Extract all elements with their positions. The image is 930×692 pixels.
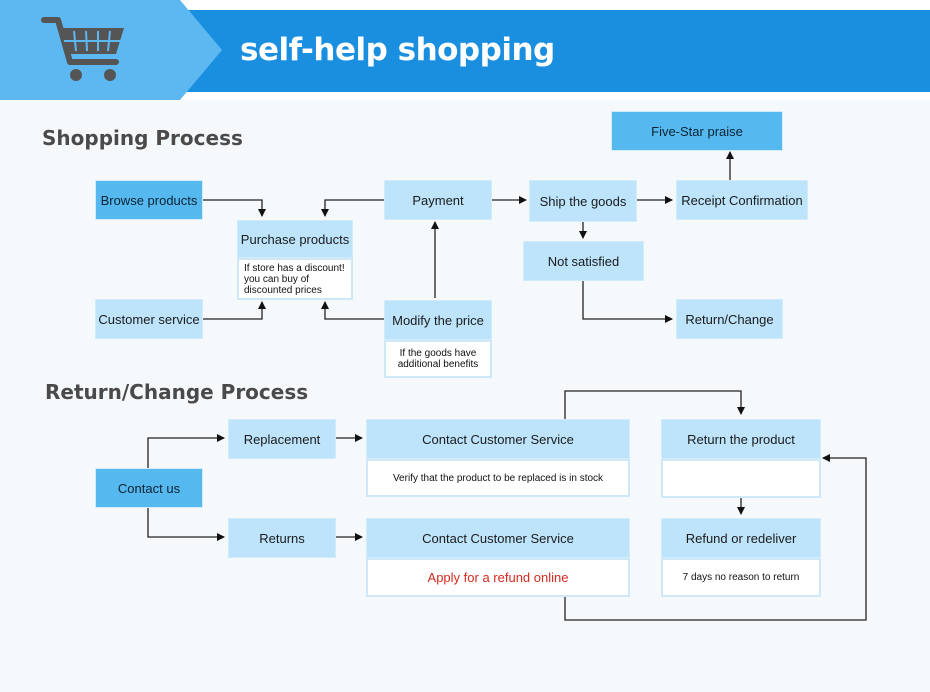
return-product-note [661,459,821,498]
shopping-process-title: Shopping Process [42,126,243,150]
purchase-products-box: Purchase products [237,220,353,258]
browse-products-box: Browse products [95,180,203,220]
return-product-box: Return the product [661,419,821,459]
shopping-cart-icon [41,17,124,81]
returns-box: Returns [228,518,336,558]
customer-service-box: Customer service [95,299,203,339]
receipt-confirmation-box: Receipt Confirmation [676,180,808,220]
purchase-products-note: If store has a discount! you can buy of … [237,258,353,300]
payment-box: Payment [384,180,492,220]
replacement-box: Replacement [228,419,336,459]
modify-price-box: Modify the price [384,300,492,340]
contact-customer-service-box-1: Contact Customer Service [366,419,630,459]
header-banner [0,0,930,100]
return-change-process-title: Return/Change Process [45,380,309,404]
contact-customer-service-box-2: Contact Customer Service [366,518,630,558]
modify-price-note: If the goods have additional benefits [384,340,492,378]
contact-us-box: Contact us [95,468,203,508]
seven-days-return-note: 7 days no reason to return [661,558,821,597]
not-satisfied-box: Not satisfied [523,241,644,281]
apply-refund-online-note: Apply for a refund online [366,558,630,597]
five-star-praise-box: Five-Star praise [611,111,783,151]
banner-title: self-help shopping [240,32,555,68]
ship-goods-box: Ship the goods [529,180,637,222]
verify-stock-note: Verify that the product to be replaced i… [366,459,630,497]
return-change-box: Return/Change [676,299,783,339]
refund-redeliver-box: Refund or redeliver [661,518,821,558]
